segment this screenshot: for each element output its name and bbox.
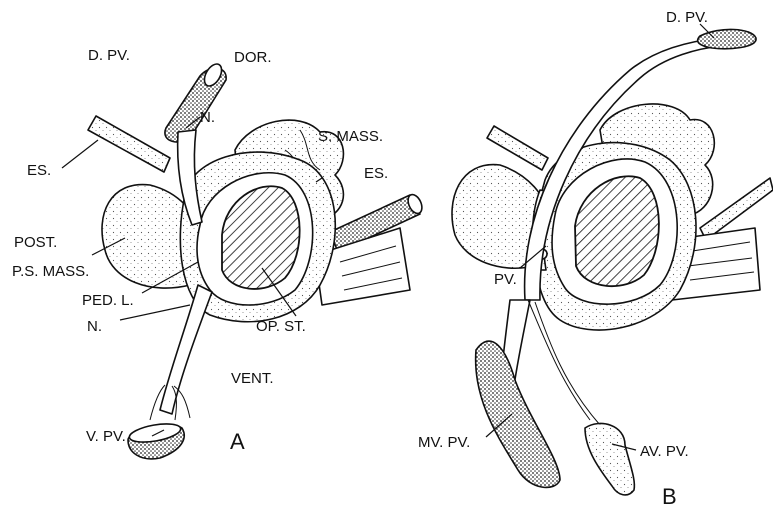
label-vent: VENT. (231, 370, 274, 387)
esophagus-left-b (487, 126, 548, 170)
label-nerve-top: N. (200, 109, 215, 126)
label-s-mass: S. MASS. (318, 128, 383, 145)
dorsal-pv-b (698, 29, 756, 48)
panel-letter-b: B (662, 484, 677, 509)
label-es-left: ES. (27, 162, 51, 179)
label-av-pv: AV. PV. (640, 443, 689, 460)
label-op-st: OP. ST. (256, 318, 306, 335)
panel-letter-a: A (230, 429, 245, 454)
label-d-pv: D. PV. (88, 47, 130, 64)
nerve-lower-a (160, 285, 212, 414)
label-v-pv: V. PV. (86, 428, 126, 445)
esophagus-left (88, 116, 170, 172)
label-es-right: ES. (364, 165, 388, 182)
label-nerve-bottom: N. (87, 318, 102, 335)
label-ped-l: PED. L. (82, 292, 134, 309)
panel-a: D. PV. DOR. N. ES. S. MASS. ES. POST. P.… (12, 47, 425, 459)
label-post: POST. (14, 234, 57, 251)
label-mv-pv: MV. PV. (418, 434, 470, 451)
label-ps-mass: P.S. MASS. (12, 263, 89, 280)
panel-b: D. PV. PV. MV. PV. AV. PV. B (418, 9, 773, 509)
av-pv (585, 423, 634, 494)
label-dor: DOR. (234, 49, 272, 66)
label-pv-b: PV. (494, 271, 517, 288)
label-d-pv-b: D. PV. (666, 9, 708, 26)
